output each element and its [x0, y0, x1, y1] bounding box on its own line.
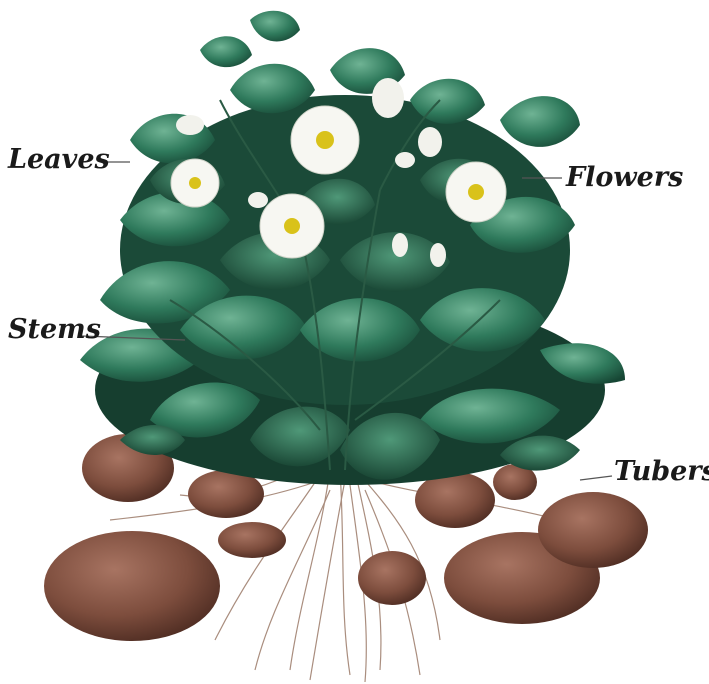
- tuber: [538, 492, 648, 568]
- leaves-label: Leaves: [8, 146, 110, 173]
- tuber: [358, 551, 426, 605]
- tubers-leader-line: [580, 476, 612, 480]
- foliage-main: [100, 11, 580, 405]
- flower-bud: [372, 78, 404, 118]
- tuber: [218, 522, 286, 558]
- flower-bud: [176, 115, 204, 135]
- tuber: [44, 531, 220, 641]
- flower-bud: [395, 152, 415, 168]
- flower: [291, 106, 359, 174]
- flower: [260, 194, 324, 258]
- tubers-label: Tubers: [614, 458, 709, 485]
- flower-bud: [418, 127, 442, 157]
- flower: [446, 162, 506, 222]
- flower-bud: [430, 243, 446, 267]
- flower-bud: [392, 233, 408, 257]
- flowers-label: Flowers: [566, 164, 683, 191]
- flower: [171, 159, 219, 207]
- flower-bud: [248, 192, 268, 208]
- stems-label: Stems: [8, 316, 101, 343]
